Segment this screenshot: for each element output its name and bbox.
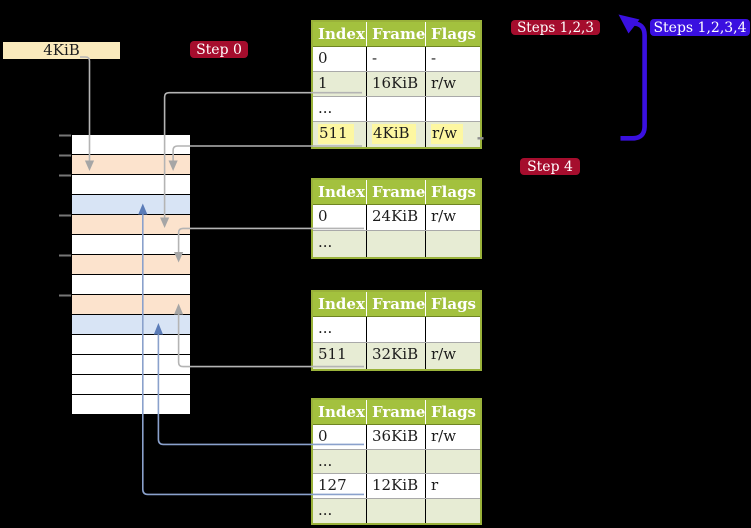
table-cell: 127 xyxy=(313,474,367,498)
table-cell: r/w xyxy=(431,207,457,225)
table-cell: ... xyxy=(313,317,367,342)
step-0-badge: Step 0 xyxy=(190,41,248,58)
table-cell: - xyxy=(431,49,437,67)
table-cell: 16KiB xyxy=(367,72,426,96)
column-header: Index xyxy=(313,22,367,46)
address-ticks xyxy=(59,134,71,297)
memory-frame-row xyxy=(72,395,190,415)
highlighted-value: r/w xyxy=(431,124,464,144)
table-cell: 0 xyxy=(313,205,367,230)
table-cell: 0 xyxy=(313,47,367,71)
table-cell xyxy=(367,498,426,523)
table-row: ... xyxy=(313,97,480,122)
column-header: Flags xyxy=(431,403,476,421)
table-cell: r/w xyxy=(431,345,457,363)
repeat-loop-arrow xyxy=(620,21,647,141)
table-cell xyxy=(367,317,426,342)
steps-123-badge: Steps 1,2,3 xyxy=(511,20,600,36)
table-row: 511 4KiB r/w xyxy=(313,122,480,147)
memory-frame-row xyxy=(72,215,190,235)
table-cell xyxy=(426,231,480,257)
table-cell: 511 xyxy=(313,343,367,369)
table-row: ... xyxy=(313,231,480,257)
memory-frame-row xyxy=(72,375,190,395)
memory-frame-row xyxy=(72,135,190,155)
table-cell xyxy=(426,317,480,342)
table-cell xyxy=(367,231,426,257)
table-row: 0-- xyxy=(313,47,480,72)
column-header: Frame xyxy=(367,180,426,204)
memory-frame-row xyxy=(72,315,190,335)
column-header: Index xyxy=(313,292,367,316)
column-header: Index xyxy=(313,400,367,424)
highlighted-value: 4KiB xyxy=(372,124,416,144)
memory-frame-row xyxy=(72,195,190,215)
table-cell: 32KiB xyxy=(367,343,426,369)
column-header: Frame xyxy=(367,22,426,46)
table-cell: r/w xyxy=(431,427,457,445)
table-cell xyxy=(426,450,480,474)
memory-frame-row xyxy=(72,275,190,295)
table-cell xyxy=(426,97,480,121)
table-row: ... xyxy=(313,498,480,524)
memory-frame-row xyxy=(72,175,190,195)
column-header: Flags xyxy=(431,25,476,43)
frame-address-label: 4KiB xyxy=(3,42,120,59)
table-cell: ... xyxy=(313,449,367,473)
table-cell: 24KiB xyxy=(367,205,426,230)
table-cell: r/w xyxy=(426,122,480,147)
table-row: ... xyxy=(313,317,480,343)
column-header: Frame xyxy=(367,292,426,316)
memory-frame-row xyxy=(72,155,190,175)
steps-1234-badge: Steps 1,2,3,4 xyxy=(650,19,750,36)
table-cell: 511 xyxy=(313,122,367,147)
memory-frame-row xyxy=(72,295,190,315)
memory-frame-row xyxy=(72,335,190,355)
table-row: ... xyxy=(313,449,480,474)
physical-memory-column xyxy=(72,135,190,415)
table-cell xyxy=(367,97,426,121)
memory-frame-row xyxy=(72,255,190,275)
table-cell xyxy=(367,449,426,473)
memory-frame-row xyxy=(72,235,190,255)
column-header: Flags xyxy=(431,295,476,313)
memory-frame-row xyxy=(72,355,190,375)
repeat-loop-arrowhead xyxy=(618,14,640,34)
column-header: Index xyxy=(313,180,367,204)
table-cell: r xyxy=(431,476,439,494)
table-cell: ... xyxy=(313,231,367,257)
highlighted-value: 511 xyxy=(318,124,354,144)
column-header: Flags xyxy=(431,183,476,201)
table-cell: r/w xyxy=(431,74,457,92)
table-cell: 12KiB xyxy=(367,474,426,498)
column-header: Frame xyxy=(367,400,426,424)
table-cell xyxy=(426,499,480,524)
table-cell: ... xyxy=(313,498,367,523)
table-cell: 36KiB xyxy=(367,425,426,449)
table-cell: ... xyxy=(313,97,367,121)
table-cell: 0 xyxy=(313,425,367,449)
table-cell: 4KiB xyxy=(367,122,426,147)
table-cell: 1 xyxy=(313,72,367,96)
step-4-badge: Step 4 xyxy=(520,158,580,175)
table-cell: - xyxy=(367,47,426,71)
